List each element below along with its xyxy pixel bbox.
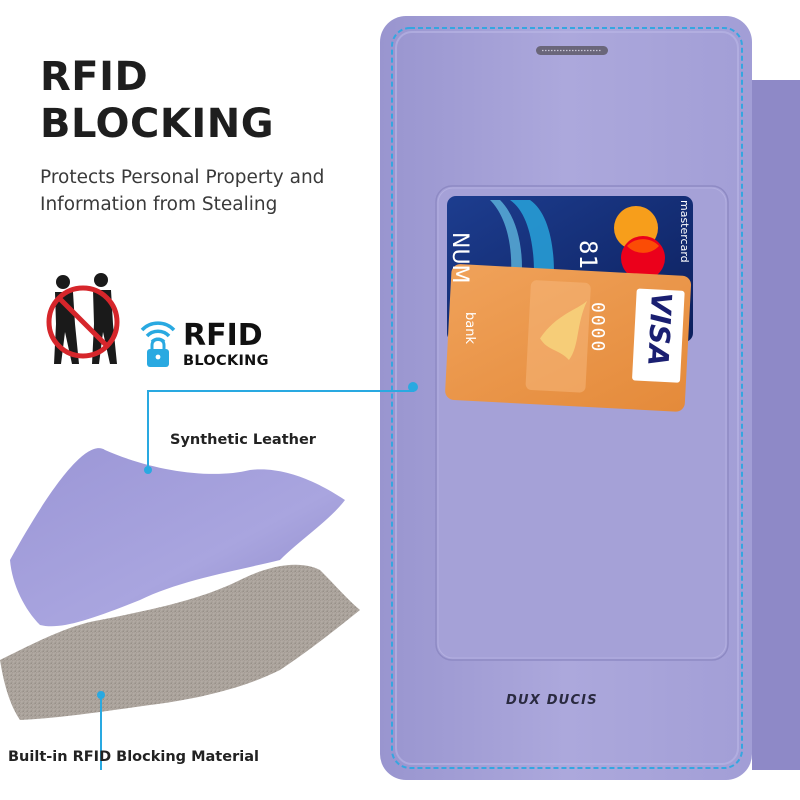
subtitle-line-2: Information from Stealing xyxy=(40,194,278,215)
back-card-digits: 81 xyxy=(574,240,602,269)
case-cover-flap xyxy=(752,80,800,770)
front-card-digits: 0000 xyxy=(587,302,608,354)
subtitle-line-1: Protects Personal Property and xyxy=(40,167,325,188)
headline-line-1: RFID xyxy=(40,54,149,100)
rfid-badge-subtitle: BLOCKING xyxy=(183,353,269,369)
synthetic-leather-label: Synthetic Leather xyxy=(170,432,316,448)
back-card-network: mastercard xyxy=(678,200,691,263)
callout-dot-leather xyxy=(408,382,418,392)
front-card-text: bank xyxy=(462,312,477,344)
headline-line-2: BLOCKING xyxy=(40,101,275,147)
case-brand-logo: DUX DUCIS xyxy=(506,693,598,708)
rfid-lock-icon xyxy=(140,321,176,367)
callout-line-leather xyxy=(147,387,414,470)
builtin-material-label: Built-in RFID Blocking Material xyxy=(8,749,259,765)
case-stitching xyxy=(391,27,743,769)
front-card xyxy=(445,264,692,412)
rfid-badge-title: RFID xyxy=(183,318,263,353)
visa-logo: VISA xyxy=(641,291,678,367)
no-skimming-icon xyxy=(46,273,120,364)
synthetic-leather-layer xyxy=(10,448,345,627)
back-card-text: NUM xyxy=(447,232,472,284)
rfid-blocking-mesh-layer xyxy=(0,564,360,720)
